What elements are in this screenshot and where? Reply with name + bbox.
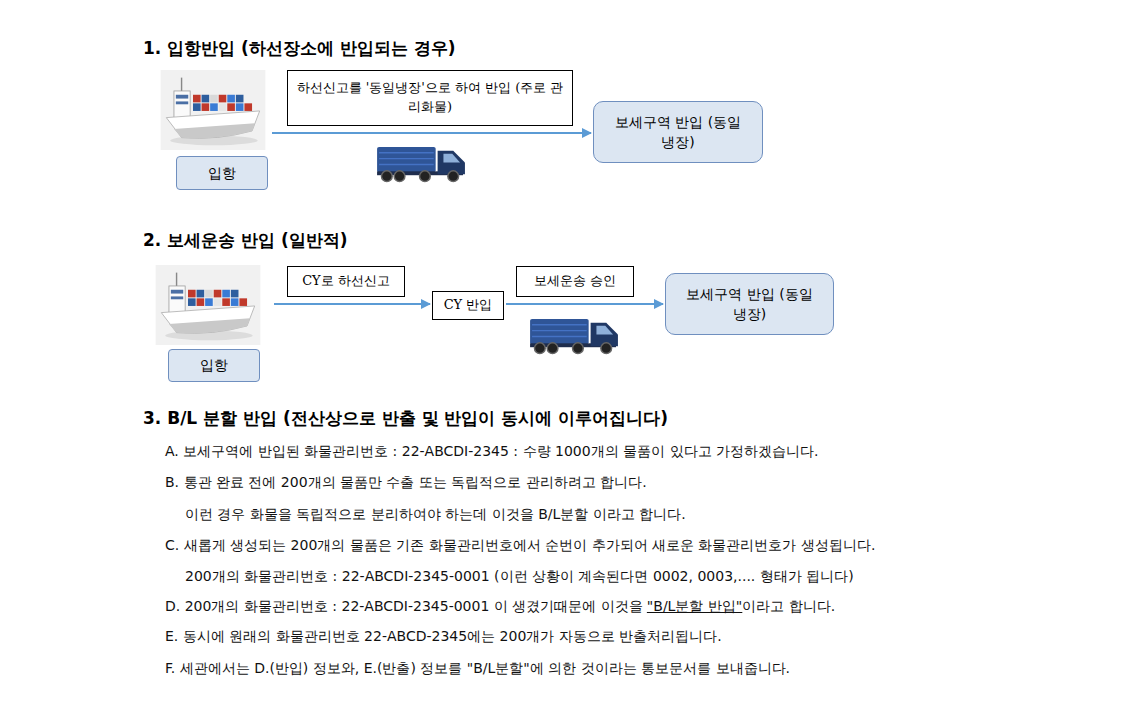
note-box: CY로 하선신고	[287, 266, 405, 297]
truck-illustration	[377, 147, 465, 182]
section-heading: 2. 보세운송 반입 (일반적)	[143, 229, 348, 251]
node-text: CY로 하선신고	[302, 272, 390, 291]
flow-arrow	[506, 303, 663, 305]
section-heading: 1. 입항반입 (하선장소에 반입되는 경우)	[143, 37, 456, 59]
note-box: 보세운송 승인	[516, 266, 634, 297]
note-box: CY 반입	[432, 291, 504, 320]
note-line: C. 새롭게 생성되는 200개의 물품은 기존 화물관리번호에서 순번이 추가…	[165, 535, 875, 555]
ship-illustration	[156, 265, 261, 345]
node-text: 입항	[176, 156, 268, 190]
destination-box: 보세구역 반입 (동일냉장)	[665, 273, 834, 335]
flow-arrow	[274, 303, 430, 305]
flow-arrow	[272, 132, 591, 134]
section-heading: 3. B/L 분할 반입 (전산상으로 반출 및 반입이 동시에 이루어집니다)	[143, 407, 668, 429]
node-text: 보세구역 반입 (동일냉장)	[686, 284, 813, 325]
note-line: B. 통관 완료 전에 200개의 물품만 수출 또는 독립적으로 관리하려고 …	[165, 472, 647, 492]
note-line: 이라고 합니다.	[742, 596, 835, 616]
node-text: 보세구역 반입 (동일냉장)	[614, 112, 742, 153]
node-text: CY 반입	[444, 296, 493, 315]
truck-illustration	[530, 319, 618, 354]
text-row: D. 200개의 화물관리번호 : 22-ABCDI-2345-0001 이 생…	[165, 596, 835, 616]
note-line: 200개의 화물관리번호 : 22-ABCDI-2345-0001 (이런 상황…	[185, 566, 854, 586]
note-line: "B/L분할 반입"	[647, 596, 742, 616]
note-box: 하선신고를 '동일냉장'으로 하여 반입 (주로 관리화물)	[287, 70, 573, 126]
node-text: 하선신고를 '동일냉장'으로 하여 반입 (주로 관리화물)	[294, 79, 566, 117]
ship-illustration	[161, 70, 266, 150]
note-line: 이런 경우 화물을 독립적으로 분리하여야 하는데 이것을 B/L분할 이라고 …	[185, 504, 686, 524]
note-line: D. 200개의 화물관리번호 : 22-ABCDI-2345-0001 이 생…	[165, 596, 643, 616]
destination-box: 보세구역 반입 (동일냉장)	[593, 101, 763, 163]
ship-node: 입항	[155, 265, 272, 382]
node-text: 보세운송 승인	[534, 272, 616, 291]
node-text: 입항	[168, 349, 260, 382]
note-line: A. 보세구역에 반입된 화물관리번호 : 22-ABCDI-2345 : 수량…	[165, 441, 818, 461]
ship-node: 입항	[160, 70, 270, 190]
note-line: F. 세관에서는 D.(반입) 정보와, E.(반출) 정보를 "B/L분할"에…	[165, 658, 790, 678]
note-line: E. 동시에 원래의 화물관리번호 22-ABCD-2345에는 200개가 자…	[165, 626, 722, 646]
